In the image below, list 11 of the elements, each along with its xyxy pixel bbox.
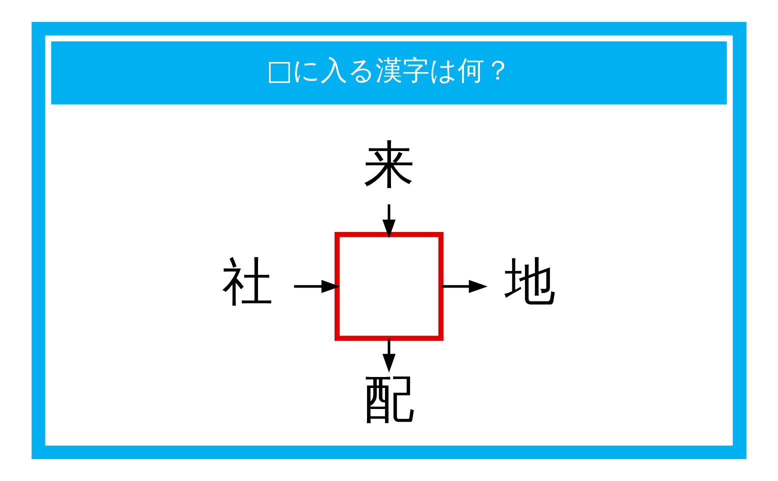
node-text: 社 bbox=[222, 253, 274, 312]
cluster bbox=[32, 22, 746, 460]
node-box bbox=[334, 232, 444, 341]
arrow bbox=[382, 204, 396, 238]
arrow bbox=[294, 280, 340, 294]
arrow bbox=[382, 338, 396, 373]
node-text: 来 bbox=[364, 136, 414, 195]
node-text: 地 bbox=[504, 253, 556, 312]
node-text: 配 bbox=[364, 370, 414, 430]
node-box: □に入る漢字は何？ bbox=[51, 41, 727, 104]
arrow bbox=[441, 280, 488, 294]
